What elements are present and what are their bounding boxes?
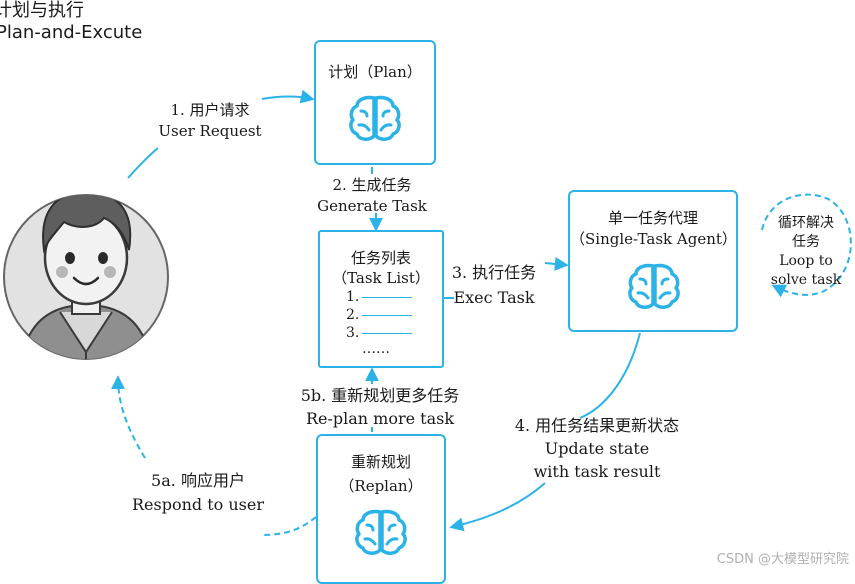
task-list-node: 任务列表 （Task List） 1. 2. 3. ……: [318, 230, 444, 368]
arrow-respond-user-head: [111, 375, 146, 459]
replan-node: 重新规划 （Replan）: [316, 434, 446, 584]
brain-icon: [355, 509, 407, 555]
replan-label-en: （Replan）: [339, 477, 423, 495]
task-item-ellipsis: ……: [362, 341, 390, 357]
diagram-subtitle: Plan-and-Excute: [0, 22, 143, 43]
task-list-label-cn: 任务列表: [350, 249, 411, 267]
replan-label-cn: 重新规划: [350, 453, 411, 471]
arrow-loop-self: [761, 193, 852, 298]
agent-node: 单一任务代理 （Single-Task Agent）: [568, 190, 738, 332]
plan-label: 计划（Plan）: [328, 63, 422, 81]
watermark: CSDN @大模型研究院: [716, 552, 849, 567]
arrow-update-state: [579, 332, 641, 419]
task-item-1: 1.: [346, 288, 413, 306]
arrow-update-state-head: [449, 482, 546, 532]
arrow-exec-task-head: [544, 256, 569, 271]
task-item-3: 3.: [346, 324, 413, 342]
brain-icon: [349, 95, 401, 141]
task-item-2: 2.: [346, 306, 413, 324]
arrow-user-request: [127, 147, 159, 179]
diagram-title: 计划与执行: [0, 0, 84, 21]
agent-label-en: （Single-Task Agent）: [570, 230, 737, 248]
user-avatar: [3, 194, 169, 360]
task-list-label-en: （Task List）: [332, 269, 430, 287]
arrow-respond-user: [261, 516, 317, 536]
agent-label-cn: 单一任务代理: [607, 209, 698, 227]
plan-node: 计划（Plan）: [314, 40, 436, 165]
brain-icon: [628, 263, 680, 309]
arrow-user-request-head: [261, 89, 315, 104]
